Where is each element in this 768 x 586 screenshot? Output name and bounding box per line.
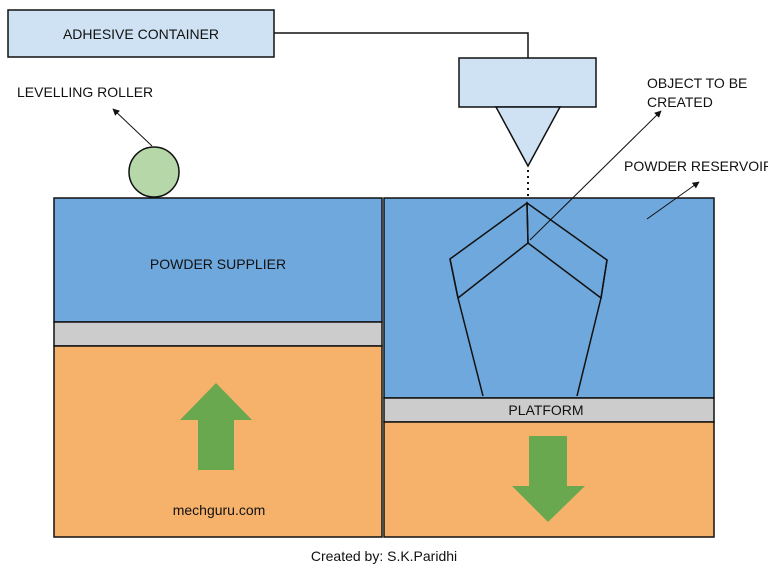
adhesive-feed-line xyxy=(274,32,529,58)
print-head xyxy=(458,57,597,108)
object-label-line1: OBJECT TO BE xyxy=(647,75,747,91)
object-label-line2: CREATED xyxy=(647,94,713,110)
platform-down-arrow xyxy=(512,436,585,522)
object-pointer xyxy=(529,110,662,241)
adhesive-container-box xyxy=(7,9,275,58)
powder-reservoir-pointer xyxy=(646,181,700,220)
print-nozzle xyxy=(494,106,562,168)
powder-supplier-region xyxy=(53,197,383,323)
platform-plate xyxy=(383,397,715,423)
levelling-roller xyxy=(128,146,180,198)
adhesive-container-label: ADHESIVE CONTAINER xyxy=(63,26,219,42)
created-object xyxy=(449,201,608,397)
platform-label: PLATFORM xyxy=(508,402,583,418)
supplier-up-arrow xyxy=(180,383,252,470)
levelling-roller-pointer xyxy=(112,108,153,147)
levelling-roller-label: LEVELLING ROLLER xyxy=(17,84,153,100)
powder-reservoir-label: POWDER RESERVOIR xyxy=(624,158,768,174)
credit-text: Created by: S.K.Paridhi xyxy=(311,548,457,564)
powder-supplier-label: POWDER SUPPLIER xyxy=(150,256,286,272)
powder-reservoir-region xyxy=(383,197,715,399)
supplier-piston-plate xyxy=(53,321,383,347)
supplier-base xyxy=(53,345,383,538)
watermark-text: mechguru.com xyxy=(173,502,266,518)
